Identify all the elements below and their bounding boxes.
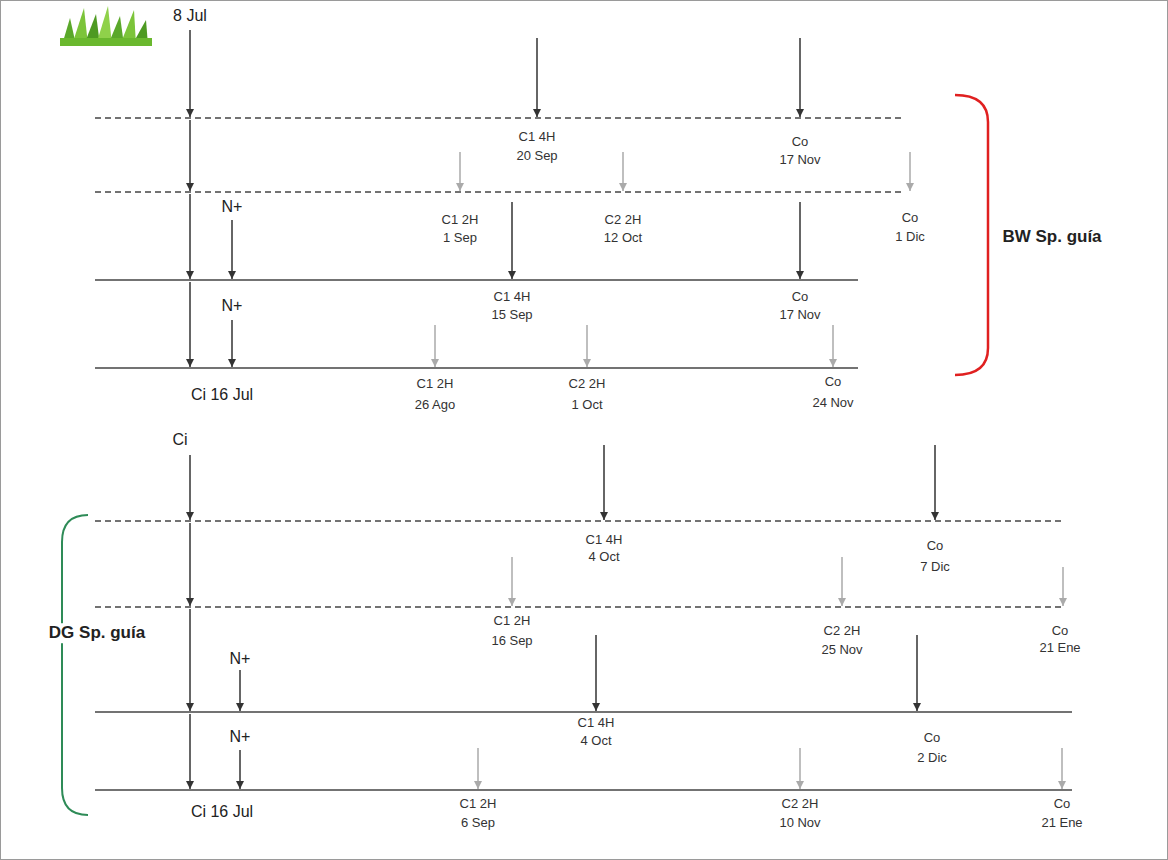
event-label: Co <box>927 539 944 554</box>
date-label: N+ <box>222 297 243 315</box>
event-label: 1 Sep <box>443 231 477 246</box>
date-label: N+ <box>222 198 243 216</box>
date-label: Ci 16 Jul <box>191 803 253 821</box>
date-label: Ci 16 Jul <box>191 386 253 404</box>
event-label: 15 Sep <box>491 308 532 323</box>
event-label: C1 4H <box>578 716 615 731</box>
event-label: C2 2H <box>569 377 606 392</box>
event-label: C1 2H <box>417 377 454 392</box>
event-label: Co <box>1054 797 1071 812</box>
event-label: 25 Nov <box>821 643 862 658</box>
event-label: C1 2H <box>460 797 497 812</box>
timeline-lines <box>95 118 1072 790</box>
event-label: 16 Sep <box>491 634 532 649</box>
event-label: 2 Dic <box>917 751 947 766</box>
event-label: 12 Oct <box>604 231 642 246</box>
group-label: DG Sp. guía <box>47 623 147 643</box>
date-label: 8 Jul <box>173 7 207 25</box>
event-label: C2 2H <box>782 797 819 812</box>
event-label: Co <box>1052 624 1069 639</box>
event-label: 4 Oct <box>588 550 619 565</box>
red-bracket <box>955 95 988 375</box>
event-label: C1 4H <box>586 533 623 548</box>
event-label: 1 Oct <box>571 398 602 413</box>
event-label: C2 2H <box>605 213 642 228</box>
event-label: 21 Ene <box>1041 816 1082 831</box>
event-label: 24 Nov <box>812 396 853 411</box>
event-label: Co <box>792 290 809 305</box>
event-label: 20 Sep <box>516 149 557 164</box>
group-label: BW Sp. guía <box>1000 227 1103 247</box>
date-label: N+ <box>230 650 251 668</box>
event-label: C1 4H <box>519 130 556 145</box>
event-label: Co <box>825 375 842 390</box>
grey-event-arrows <box>435 152 1063 789</box>
event-label: 4 Oct <box>580 734 611 749</box>
grass-icon <box>60 6 152 46</box>
event-label: C1 2H <box>494 614 531 629</box>
date-label: N+ <box>230 728 251 746</box>
event-label: C1 2H <box>442 213 479 228</box>
event-label: 7 Dic <box>920 560 950 575</box>
green-bracket <box>62 515 88 815</box>
event-label: C1 4H <box>494 290 531 305</box>
event-label: 17 Nov <box>779 308 820 323</box>
date-label: Ci <box>172 431 187 449</box>
event-label: 10 Nov <box>779 816 820 831</box>
event-label: 6 Sep <box>461 816 495 831</box>
event-label: C2 2H <box>824 624 861 639</box>
event-label: 21 Ene <box>1039 641 1080 656</box>
event-label: 17 Nov <box>779 153 820 168</box>
event-label: Co <box>902 211 919 226</box>
event-label: Co <box>924 731 941 746</box>
event-arrows <box>190 30 935 789</box>
event-label: 1 Dic <box>895 230 925 245</box>
event-label: 26 Ago <box>415 398 456 413</box>
event-label: Co <box>792 135 809 150</box>
